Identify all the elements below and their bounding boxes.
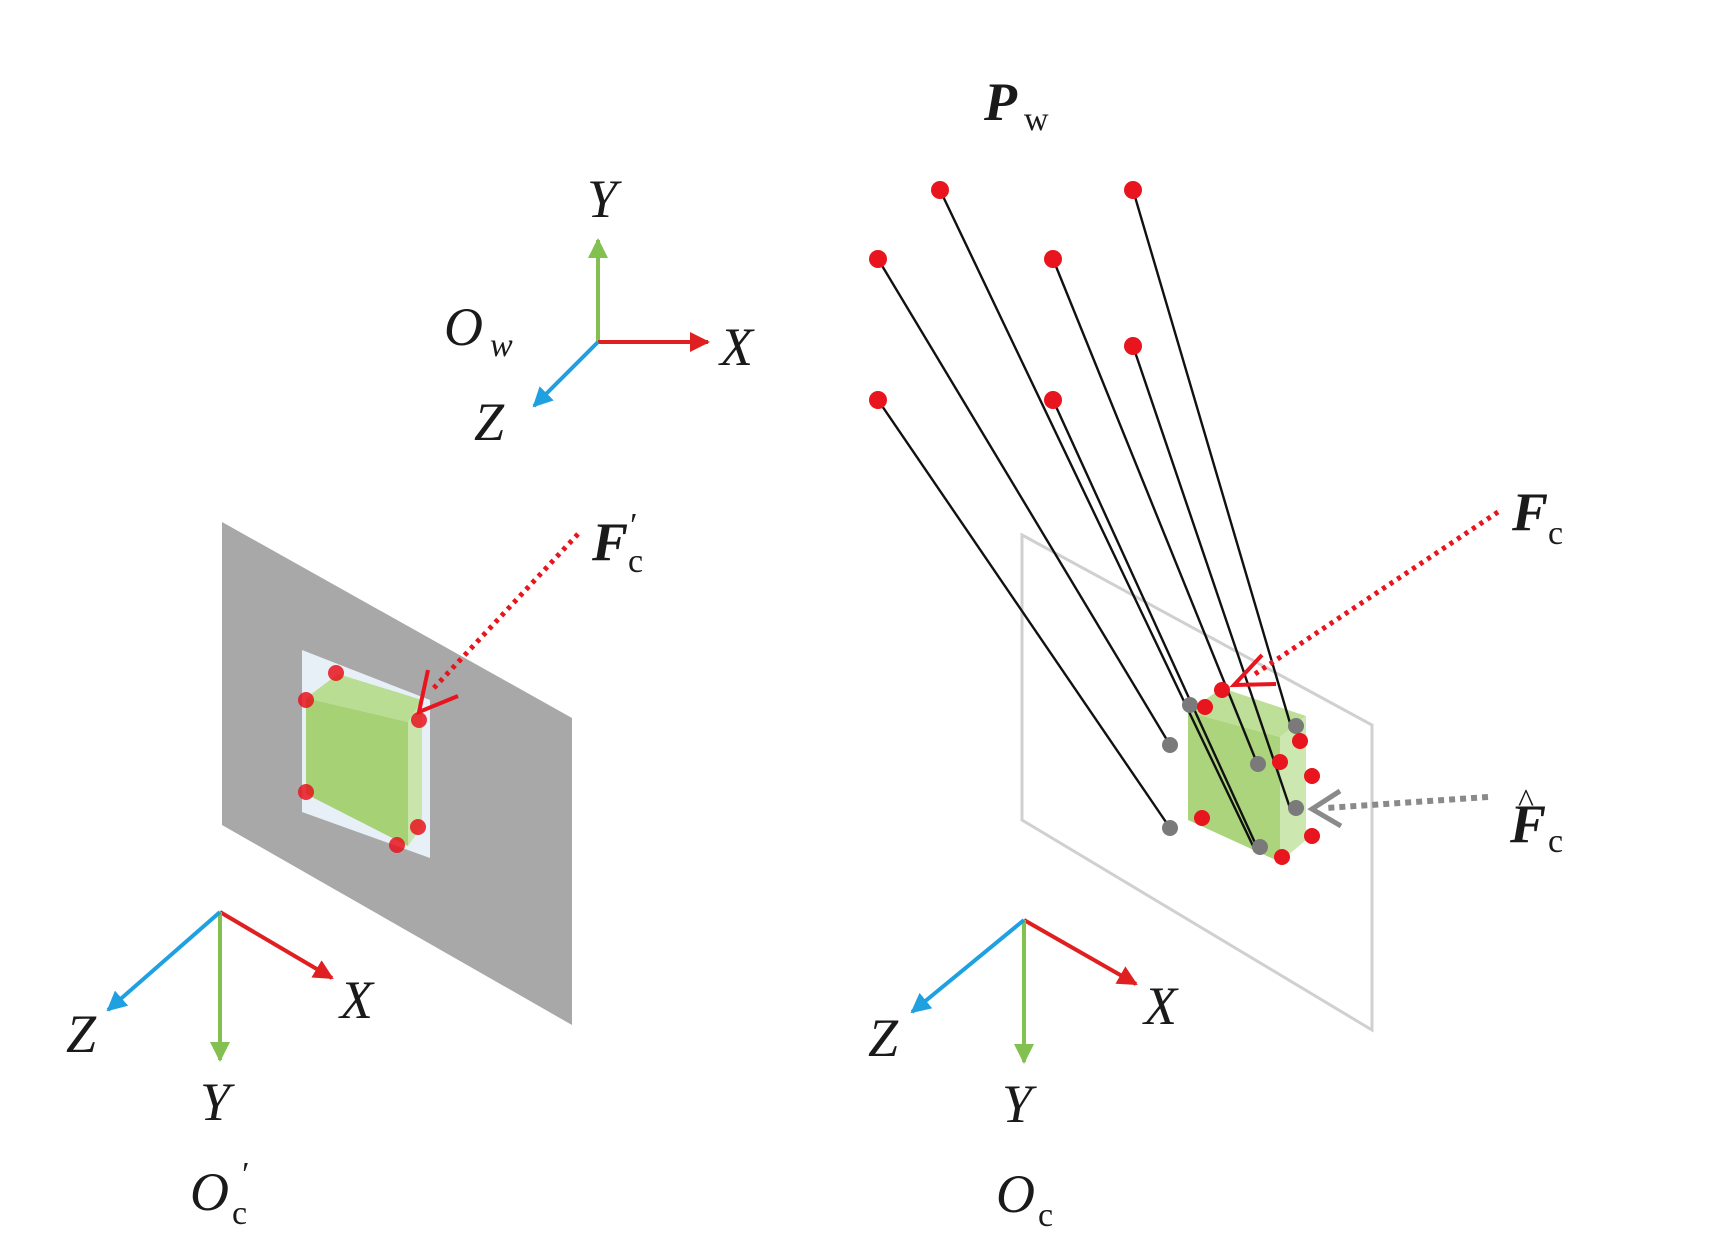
left-cam-z-axis [106,910,222,1012]
detected-point [1304,828,1320,844]
left-cam-origin-sub: c [232,1195,247,1232]
projection-ray [1051,399,1258,846]
right-box-front [1188,712,1280,862]
left-feature-point [298,692,314,708]
detected-point [1197,699,1213,715]
projection-rays [876,189,1292,849]
world-x-label: X [718,317,755,377]
right-image-plane [876,189,1500,1033]
left-feature-point [298,784,314,800]
left-box-top [306,674,422,722]
f-prime-sub: c [628,543,643,580]
projected-point [1288,800,1304,816]
f-arrowhead [1229,653,1277,688]
f-hat-mark: ^ [1518,783,1534,820]
right-box-side [1280,716,1306,862]
world-point [1044,391,1062,409]
right-cam-z-axis [910,918,1026,1014]
left-cam-x-label: X [338,970,375,1030]
left-cam-x-axis [218,910,334,980]
f-hat-label: F c ^ [1509,783,1563,860]
right-cam-z-label: Z [868,1008,899,1068]
left-image-plane [222,522,580,1025]
left-feature-point [328,665,344,681]
left-cam-origin-label: O [190,1162,229,1222]
world-frame: Y X Z O w [444,169,755,452]
world-point [869,250,887,268]
left-box-side [408,700,422,846]
projected-point [1288,718,1304,734]
projected-point [1250,756,1266,772]
world-z-label: Z [474,392,505,452]
left-box-front [306,698,408,846]
detected-point [1214,682,1230,698]
left-camera-frame: X Y Z O c ′ [66,910,375,1232]
left-cam-origin-prime: ′ [240,1156,248,1193]
world-y-label: Y [587,169,622,229]
projection-ray [876,258,1172,746]
projection-ray [877,399,1171,829]
right-camera-frame: X Y Z O c [868,918,1179,1234]
f-prime-arrowhead [416,669,459,716]
points-label-main: P [983,72,1018,132]
projection-ray [1131,345,1292,809]
projected-points [1162,697,1304,855]
right-box-top [1188,688,1306,737]
left-feature-points [298,665,427,853]
right-cam-origin-label: O [996,1164,1035,1224]
f-hat-sub: c [1548,823,1563,860]
projection-ray [1131,189,1292,724]
projected-point [1162,737,1178,753]
left-feature-point [389,837,405,853]
f-hat-pointer [1325,794,1489,811]
left-feature-point [410,819,426,835]
f-pointer [1250,509,1500,679]
f-prime-mark: ′ [628,507,636,544]
projection-ray [938,189,1256,849]
world-z-axis [532,340,600,408]
world-origin-label: O [444,297,483,357]
f-hat-main: F [1509,794,1546,854]
world-point [1124,181,1142,199]
right-cam-y-label: Y [1002,1074,1037,1134]
projected-point [1162,820,1178,836]
left-feature-point [411,712,427,728]
right-cam-origin-sub: c [1038,1197,1053,1234]
world-points [869,181,1142,409]
points-label: P w [983,72,1049,138]
f-label: F c [1511,482,1563,552]
projection-ray [1051,258,1259,764]
world-point [1124,337,1142,355]
detected-point [1272,754,1288,770]
f-sub: c [1548,515,1563,552]
detected-point [1194,810,1210,826]
world-origin-sub: w [490,327,513,364]
detected-point [1304,768,1320,784]
projected-point [1252,839,1268,855]
right-cam-x-axis [1023,918,1138,986]
f-main: F [1511,482,1548,542]
projected-point [1182,697,1198,713]
world-point [869,391,887,409]
f-hat-arrowhead [1307,788,1343,829]
right-cam-x-label: X [1142,976,1179,1036]
detected-points [1194,682,1320,865]
f-prime-label: F c ′ [591,507,643,580]
world-point [931,181,949,199]
points-label-sub: w [1024,101,1049,138]
world-point [1044,250,1062,268]
f-prime-main: F [591,512,628,572]
detected-point [1292,733,1308,749]
f-prime-pointer [430,532,580,692]
left-cam-z-label: Z [66,1004,97,1064]
left-cam-y-label: Y [200,1072,235,1132]
detected-point [1274,849,1290,865]
